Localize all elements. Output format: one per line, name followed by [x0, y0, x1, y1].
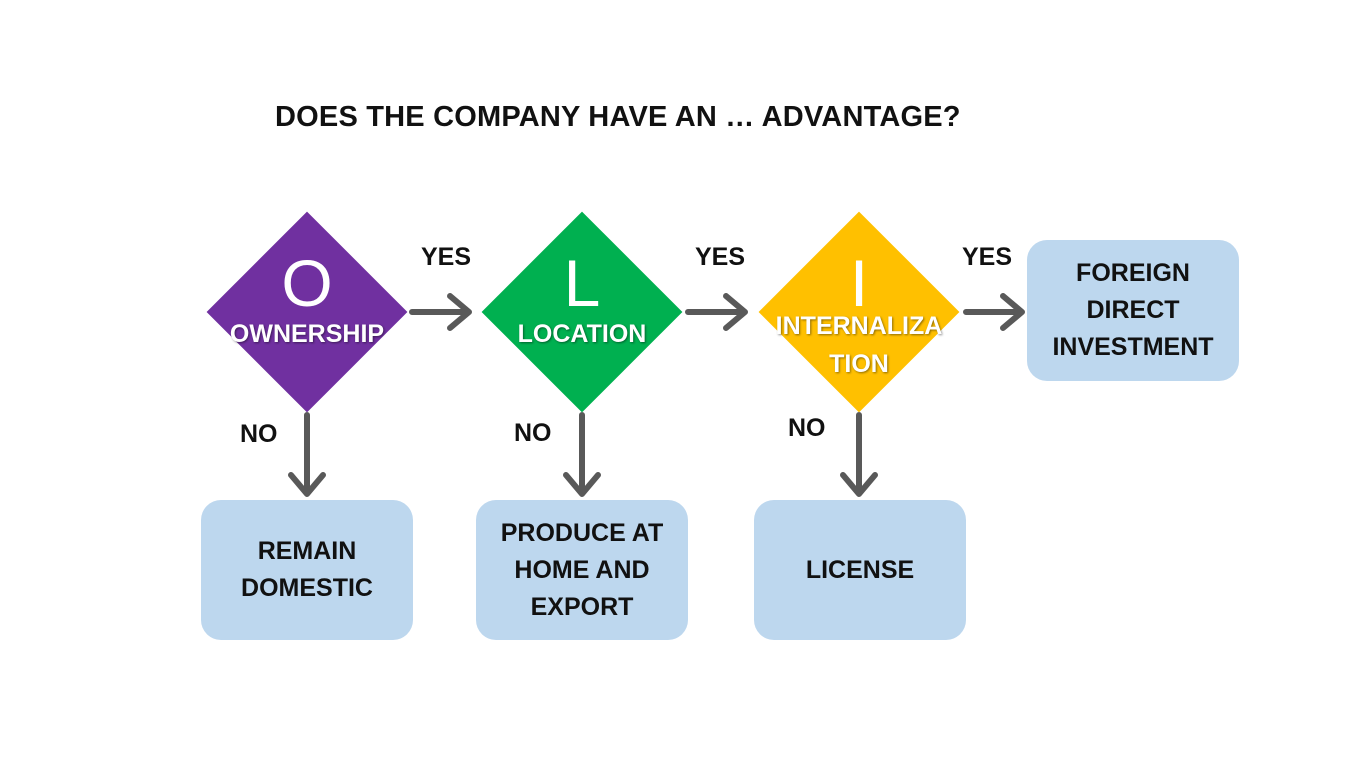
outcome-license-text: LICENSE — [805, 555, 915, 584]
no-arrow-internalization — [840, 412, 878, 497]
yes-label-2: YES — [695, 243, 746, 271]
location-word: LOCATION — [517, 320, 647, 348]
outcome-produce-export-box: PRODUCE AT HOME AND EXPORT — [476, 500, 688, 640]
no-label-1: NO — [240, 420, 278, 448]
outcome-remain-domestic-text: REMAIN DOMESTIC — [241, 537, 373, 602]
yes-label-3: YES — [962, 243, 1013, 271]
ownership-letter: O — [281, 246, 333, 320]
outcome-fdi-box: FOREIGN DIRECT INVESTMENT — [1027, 240, 1239, 381]
no-label-2: NO — [514, 419, 552, 447]
ownership-word: OWNERSHIP — [229, 320, 385, 348]
outcome-produce-export-text: PRODUCE AT HOME AND EXPORT — [500, 518, 664, 621]
internalization-letter: I — [849, 246, 869, 320]
yes-label-1: YES — [421, 243, 472, 271]
no-arrow-ownership — [288, 412, 326, 497]
yes-arrow-ownership-location — [409, 293, 472, 331]
diagram-title: DOES THE COMPANY HAVE AN … ADVANTAGE? — [275, 101, 961, 133]
no-arrow-location — [563, 412, 601, 497]
yes-arrow-internalization-fdi — [963, 293, 1025, 331]
outcome-fdi-text: FOREIGN DIRECT INVESTMENT — [1052, 259, 1214, 361]
internalization-word: INTERNALIZA TION — [775, 312, 943, 378]
outcome-license-box: LICENSE — [754, 500, 966, 640]
outcome-remain-domestic-box: REMAIN DOMESTIC — [201, 500, 413, 640]
no-label-3: NO — [788, 414, 826, 442]
yes-arrow-location-internalization — [685, 293, 748, 331]
location-letter: L — [563, 246, 601, 320]
